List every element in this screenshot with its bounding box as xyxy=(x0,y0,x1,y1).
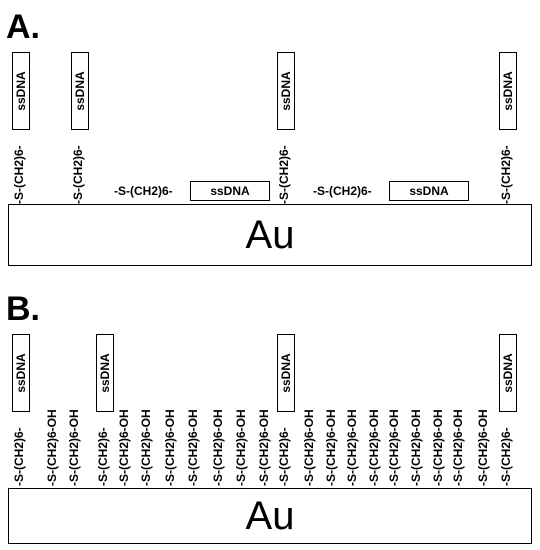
mch-spacer: -S-(CH2)6-OH xyxy=(234,409,248,486)
mch-spacer: -S-(CH2)6-OH xyxy=(451,409,465,486)
ssdna-label: ssDNA xyxy=(73,71,87,111)
thiol-linker: -S-(CH2)6- xyxy=(277,427,291,486)
ssdna-strand: ssDNA xyxy=(96,334,114,412)
panel-a-gold-label: Au xyxy=(245,213,295,257)
panel-a-gold-surface: Au xyxy=(8,204,532,266)
ssdna-strand: ssDNA xyxy=(277,334,295,412)
thiol-linker: -S-(CH2)6- xyxy=(12,145,26,204)
mch-spacer: -S-(CH2)6-OH xyxy=(211,409,225,486)
ssdna-label: ssDNA xyxy=(210,184,250,198)
mch-spacer: -S-(CH2)6-OH xyxy=(324,409,338,486)
ssdna-strand: ssDNA xyxy=(499,52,517,130)
mch-spacer: -S-(CH2)6-OH xyxy=(163,409,177,486)
thiol-linker: -S-(CH2)6- xyxy=(71,145,85,204)
thiol-linker: -S-(CH2)6- xyxy=(277,145,291,204)
ssdna-strand: ssDNA xyxy=(190,181,270,201)
ssdna-label: ssDNA xyxy=(14,71,28,111)
ssdna-label: ssDNA xyxy=(409,184,449,198)
mch-spacer: -S-(CH2)6-OH xyxy=(387,409,401,486)
ssdna-label: ssDNA xyxy=(14,353,28,393)
mch-spacer: -S-(CH2)6-OH xyxy=(139,409,153,486)
panel-b-gold-label: Au xyxy=(245,494,295,538)
ssdna-strand: ssDNA xyxy=(12,52,30,130)
thiol-linker: -S-(CH2)6- xyxy=(313,184,372,198)
thiol-linker: -S-(CH2)6- xyxy=(12,427,26,486)
mch-spacer: -S-(CH2)6-OH xyxy=(367,409,381,486)
panel-b-gold-surface: Au xyxy=(8,488,532,544)
thiol-linker: -S-(CH2)6- xyxy=(96,427,110,486)
mch-spacer: -S-(CH2)6-OH xyxy=(345,409,359,486)
mch-spacer: -S-(CH2)6-OH xyxy=(45,409,59,486)
panel-b-label: B. xyxy=(6,290,40,328)
mch-spacer: -S-(CH2)6-OH xyxy=(257,409,271,486)
mch-spacer: -S-(CH2)6-OH xyxy=(302,409,316,486)
panel-a-label: A. xyxy=(6,8,40,46)
ssdna-strand: ssDNA xyxy=(12,334,30,412)
thiol-linker: -S-(CH2)6- xyxy=(114,184,173,198)
thiol-linker: -S-(CH2)6- xyxy=(499,145,513,204)
ssdna-strand: ssDNA xyxy=(499,334,517,412)
ssdna-label: ssDNA xyxy=(501,71,515,111)
mch-spacer: -S-(CH2)6-OH xyxy=(476,409,490,486)
mch-spacer: -S-(CH2)6-OH xyxy=(67,409,81,486)
ssdna-label: ssDNA xyxy=(501,353,515,393)
ssdna-label: ssDNA xyxy=(98,353,112,393)
thiol-linker: -S-(CH2)6- xyxy=(499,427,513,486)
ssdna-label: ssDNA xyxy=(279,71,293,111)
mch-spacer: -S-(CH2)6-OH xyxy=(117,409,131,486)
ssdna-strand: ssDNA xyxy=(71,52,89,130)
mch-spacer: -S-(CH2)6-OH xyxy=(186,409,200,486)
ssdna-strand: ssDNA xyxy=(277,52,295,130)
ssdna-strand: ssDNA xyxy=(389,181,469,201)
mch-spacer: -S-(CH2)6-OH xyxy=(409,409,423,486)
mch-spacer: -S-(CH2)6-OH xyxy=(431,409,445,486)
ssdna-label: ssDNA xyxy=(279,353,293,393)
